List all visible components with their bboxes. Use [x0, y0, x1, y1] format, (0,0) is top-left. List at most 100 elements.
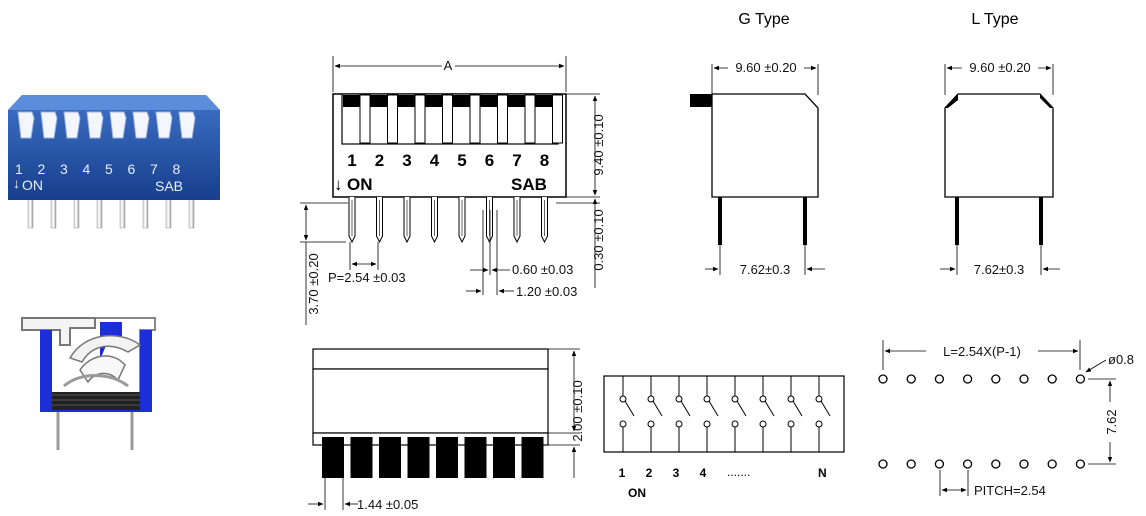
- photo-actuator: [40, 111, 58, 139]
- footprint-hole: [906, 374, 916, 384]
- photo-on-label: ON: [22, 177, 43, 193]
- front-dim-width: A: [444, 58, 453, 73]
- side-dim-height: 2.00 ±0.10: [570, 380, 585, 441]
- front-switch-number: 4: [430, 151, 440, 170]
- schematic-switch-number: 4: [700, 466, 707, 480]
- schematic-switch-number: 1: [619, 466, 626, 480]
- front-switch-number: 5: [457, 151, 466, 170]
- photo-on-arrow: ↓: [13, 175, 20, 191]
- footprint-hole: [1047, 374, 1057, 384]
- photo-switch-number: 2: [38, 161, 46, 177]
- photo-brand-label: SAB: [155, 178, 183, 194]
- footprint-hole: [1019, 374, 1029, 384]
- front-slot-divider: [387, 94, 398, 144]
- front-switch-number: 3: [402, 151, 411, 170]
- schematic-contact: [759, 395, 767, 403]
- side-actuator: [493, 437, 515, 478]
- front-slot-divider: [497, 94, 508, 144]
- side-actuator: [436, 437, 458, 478]
- front-switch-number: 1: [347, 151, 356, 170]
- schematic-contact: [675, 395, 683, 403]
- photo-switch-number: 4: [83, 161, 91, 177]
- footprint-hole: [1075, 374, 1086, 384]
- footprint-hole: [1075, 459, 1086, 469]
- front-switch-number: 8: [540, 151, 549, 170]
- footprint-dim-pitch: PITCH=2.54: [974, 483, 1046, 498]
- photo-switch-number: 6: [128, 161, 136, 177]
- cross-section-view: [21, 317, 156, 450]
- photo-pin: [50, 197, 57, 229]
- front-actuator: [508, 95, 525, 107]
- photo-pin: [165, 197, 172, 229]
- front-actuator: [453, 95, 470, 107]
- photo-actuator: [63, 111, 81, 139]
- photo-actuator: [178, 111, 196, 139]
- schematic-contact: [647, 395, 655, 403]
- front-slot-divider: [552, 94, 563, 144]
- photo-actuator: [109, 111, 127, 139]
- photo-switch-number: 1: [15, 161, 23, 177]
- schematic-switch-blade: [624, 400, 635, 417]
- schematic-switch-blade: [736, 400, 747, 417]
- front-dim-pin-length: 3.70 ±0.20: [306, 253, 321, 314]
- photo-actuator: [155, 111, 173, 139]
- l-type-title: L Type: [971, 11, 1018, 28]
- schematic-on-label: ON: [628, 486, 646, 500]
- front-actuator: [480, 95, 498, 107]
- schematic-contact: [619, 395, 627, 403]
- photo-actuator: [86, 111, 104, 139]
- schematic-switch-blade: [820, 400, 831, 417]
- photo-switch-number: 8: [173, 161, 181, 177]
- front-slot-divider: [414, 94, 426, 144]
- photo-actuator: [132, 111, 150, 139]
- front-actuator: [425, 95, 443, 107]
- front-slot-divider: [442, 94, 453, 144]
- front-slot-divider: [524, 94, 536, 144]
- schematic-contact: [787, 420, 795, 428]
- side-actuator: [379, 437, 401, 478]
- photo-switch-number: 5: [105, 161, 113, 177]
- side-actuator: [464, 437, 487, 478]
- schematic-contact: [759, 420, 767, 428]
- photo-pin: [119, 197, 126, 229]
- schematic-switch-blade: [764, 400, 775, 417]
- footprint-hole: [962, 459, 973, 469]
- side-actuator: [521, 437, 544, 478]
- schematic-contact: [703, 420, 711, 428]
- schematic-contact: [675, 420, 683, 428]
- g-type-dim-bottom: 7.62±0.3: [740, 262, 791, 277]
- photo-pin: [188, 197, 195, 229]
- footprint-dim-row: 7.62: [1104, 409, 1119, 434]
- front-actuator: [398, 95, 415, 107]
- front-dim-height: 9.40 ±0.10: [591, 114, 606, 175]
- schematic-switch-blade: [708, 400, 719, 417]
- schematic-contact: [815, 420, 823, 428]
- schematic-switch-number: 3: [673, 466, 680, 480]
- schematic-contact: [787, 395, 795, 403]
- front-on-arrow: ↓: [334, 175, 343, 194]
- photo-pin: [142, 197, 149, 229]
- footprint-hole: [962, 374, 973, 384]
- front-brand-label: SAB: [511, 175, 547, 194]
- footprint-hole: [1047, 459, 1057, 469]
- footprint-hole: [991, 459, 1001, 469]
- g-type-dim-top: 9.60 ±0.20: [735, 60, 796, 75]
- front-slot-divider: [469, 94, 481, 144]
- footprint-dim-length: L=2.54X(P-1): [943, 344, 1021, 359]
- front-switch-number: 6: [485, 151, 494, 170]
- schematic-switch-blade: [792, 400, 803, 417]
- side-actuator: [322, 437, 344, 478]
- photo-switch-number: 3: [60, 161, 68, 177]
- photo-actuator: [17, 111, 35, 139]
- front-actuator: [370, 95, 388, 107]
- side-dim-actuator: 1.44 ±0.05: [357, 497, 418, 512]
- front-dim-pitch: P=2.54 ±0.03: [328, 270, 406, 285]
- schematic-contact: [731, 395, 739, 403]
- l-type-dim-top: 9.60 ±0.20: [969, 60, 1030, 75]
- l-type-dim-bottom: 7.62±0.3: [974, 262, 1025, 277]
- side-view: 2.00 ±0.10 1.44 ±0.05: [308, 348, 585, 512]
